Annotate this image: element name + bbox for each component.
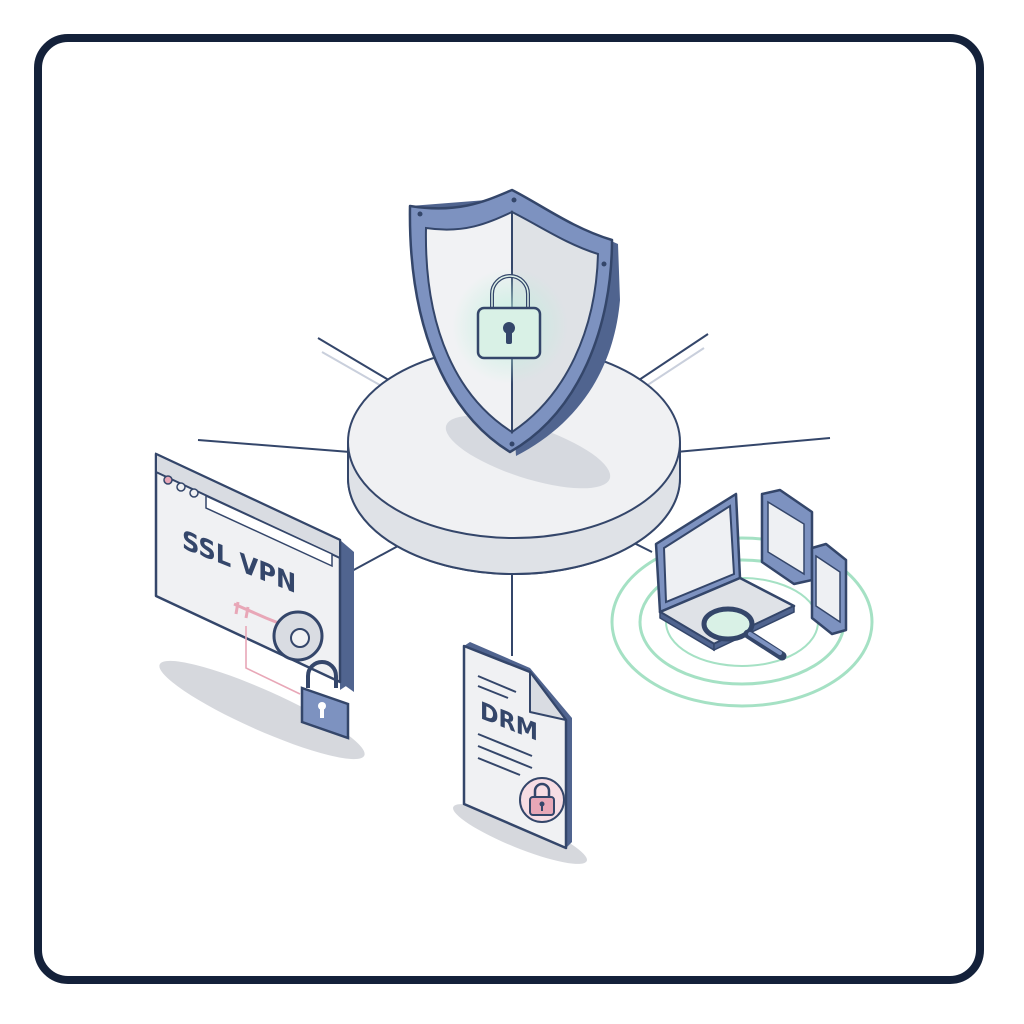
drm-node: DRM (453, 642, 587, 864)
hub-platform (347, 345, 681, 575)
devices-node (610, 488, 874, 708)
vpn-node: SSL VPN (154, 452, 365, 760)
drm-shadow (453, 804, 587, 864)
connector-line (635, 333, 709, 383)
window-control-close (163, 475, 173, 485)
window-control-maximize (189, 488, 199, 498)
connector-line (349, 545, 399, 573)
vpn-shadow (159, 660, 365, 760)
magnifier-icon (701, 606, 755, 642)
connector-line (197, 439, 351, 453)
connector-line (317, 337, 393, 383)
browser-address-bar (205, 494, 333, 568)
window-control-minimize (176, 482, 186, 492)
vpn-lock-icon (300, 686, 350, 740)
connector-lines (197, 333, 831, 656)
shield-lock-icon (408, 188, 620, 456)
connector-line (675, 437, 831, 453)
